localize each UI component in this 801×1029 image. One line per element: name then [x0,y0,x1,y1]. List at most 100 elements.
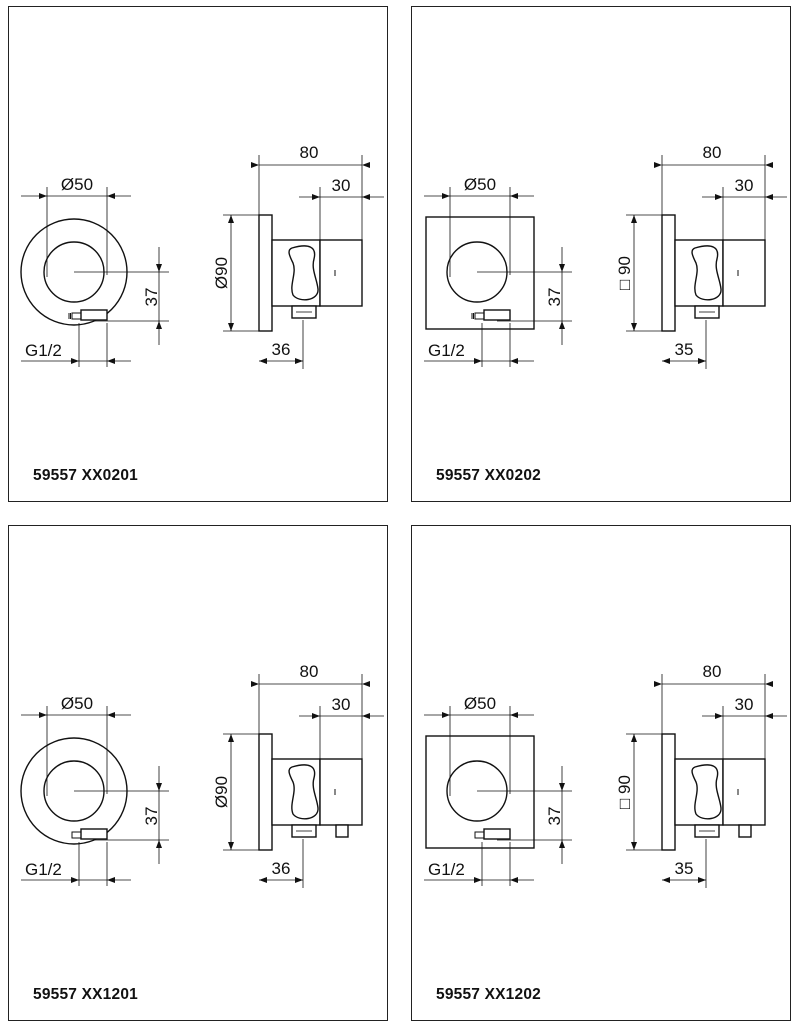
holder-grip [691,245,722,301]
outlet-nipple [483,828,511,840]
holder-grip [288,764,319,820]
thread-label: G1/2 [25,341,62,360]
arrowhead [228,215,234,223]
model-code: 59557 XX0202 [436,467,541,484]
arrowhead [765,681,773,687]
wall-plate [258,733,273,851]
wall-plate [258,214,273,332]
arrowhead [631,215,637,223]
arrowhead [156,321,162,329]
depth-80-label: 80 [703,662,722,681]
depth-30-label: 30 [735,695,754,714]
arrowhead [312,713,320,719]
thread-label: G1/2 [25,860,62,879]
cap-block [319,758,363,826]
holder-grip [288,245,319,301]
arrowhead [362,162,370,168]
arrowhead [698,358,706,364]
depth-30-label: 30 [332,176,351,195]
outlet-nipple [80,828,108,840]
model-code: 59557 XX0201 [33,467,138,484]
height-label: □ 90 [615,775,634,809]
model-code: 59557 XX1201 [33,986,138,1003]
arrowhead [71,358,79,364]
arrowhead [362,194,370,200]
arrowhead [295,877,303,883]
model-code: 59557 XX1202 [436,986,541,1003]
depth-30-label: 30 [332,695,351,714]
depth-30-label: 30 [735,176,754,195]
arrowhead [251,162,259,168]
arrowhead [107,712,115,718]
arrowhead [259,358,267,364]
arrowhead [765,713,773,719]
arrowhead [698,877,706,883]
arrowhead [715,194,723,200]
arrowhead [765,194,773,200]
arrowhead [107,877,115,883]
thread-label: G1/2 [428,341,465,360]
arrowhead [107,193,115,199]
offset-label: 37 [142,288,161,307]
depth-36-label: 36 [272,859,291,878]
arrowhead [39,193,47,199]
cap-block [722,758,766,826]
arrowhead [156,264,162,272]
thread-label: G1/2 [428,860,465,879]
arrowhead [474,877,482,883]
arrowhead [107,358,115,364]
depth-36-label: 35 [675,340,694,359]
depth-80-label: 80 [703,143,722,162]
arrowhead [228,734,234,742]
arrowhead [442,193,450,199]
cap-block [722,239,766,307]
diameter-label: Ø50 [61,694,93,713]
arrowhead [715,713,723,719]
arrowhead [474,358,482,364]
arrowhead [156,840,162,848]
height-label: Ø90 [212,257,231,289]
offset-label: 37 [142,807,161,826]
arrowhead [71,877,79,883]
arrowhead [228,842,234,850]
height-label: Ø90 [212,776,231,808]
arrowhead [312,194,320,200]
arrowhead [259,877,267,883]
outlet-nipple [483,309,511,321]
diameter-label: Ø50 [464,694,496,713]
arrowhead [510,712,518,718]
valve-stub [738,824,752,838]
arrowhead [362,681,370,687]
arrowhead [631,842,637,850]
arrowhead [510,877,518,883]
arrowhead [631,323,637,331]
depth-80-label: 80 [300,143,319,162]
offset-label: 37 [545,288,564,307]
arrowhead [39,712,47,718]
height-label: □ 90 [615,256,634,290]
outlet-nipple [80,309,108,321]
wall-plate [661,214,676,332]
arrowhead [510,358,518,364]
arrowhead [559,783,565,791]
arrowhead [228,323,234,331]
valve-stub [335,824,349,838]
outlet-stub [474,831,485,839]
depth-80-label: 80 [300,662,319,681]
arrowhead [510,193,518,199]
diameter-label: Ø50 [61,175,93,194]
arrowhead [559,321,565,329]
arrowhead [251,681,259,687]
depth-36-label: 35 [675,859,694,878]
arrowhead [654,162,662,168]
diameter-label: Ø50 [464,175,496,194]
holder-grip [691,764,722,820]
